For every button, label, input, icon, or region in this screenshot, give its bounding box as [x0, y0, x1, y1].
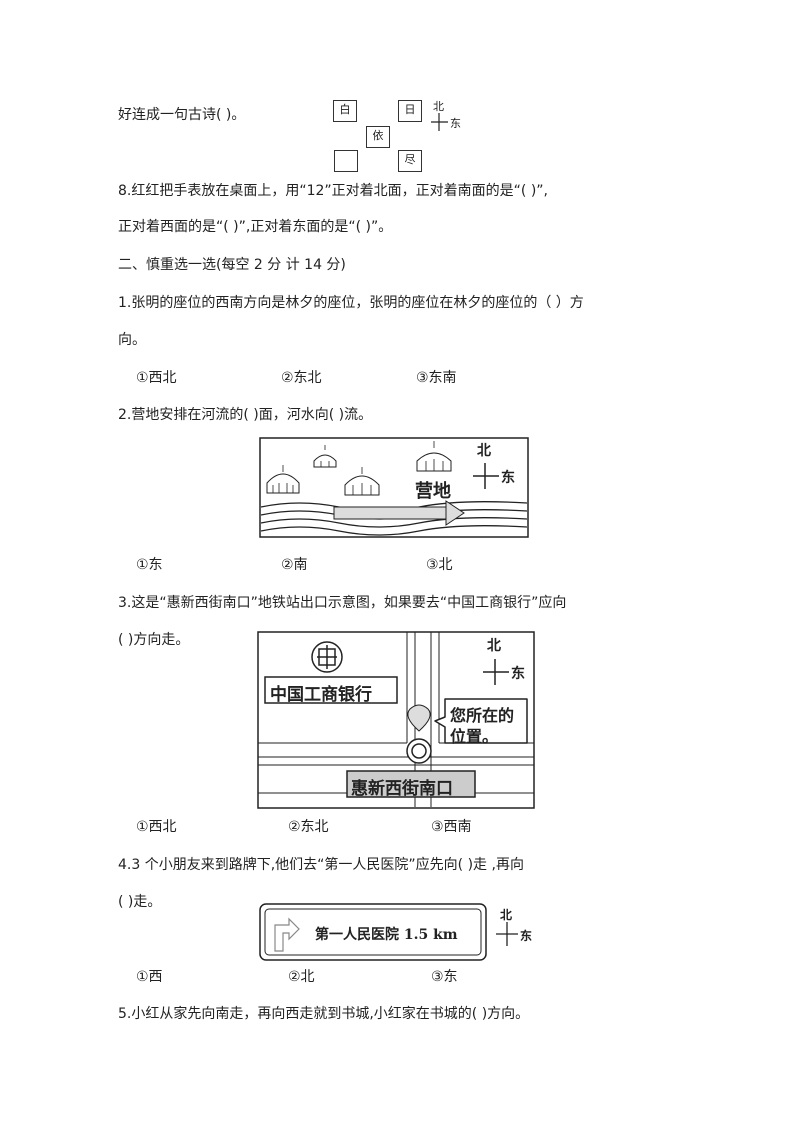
section2-title: 二、慎重选一选(每空 2 分 计 14 分): [118, 257, 346, 273]
s1-option-3: ③东南: [416, 370, 457, 386]
s2-line: 2.营地安排在河流的( )面，河水向( )流。: [118, 407, 373, 423]
compass-north-label: 北: [433, 100, 444, 113]
s1-option-1: ①西北: [136, 370, 177, 386]
s3-line2: ( )方向走。: [118, 632, 190, 648]
camp-label: 营地: [415, 481, 451, 502]
s1-option-2: ②东北: [281, 370, 322, 386]
s3-option-1: ①西北: [136, 819, 177, 835]
road-sign-frame: [259, 903, 487, 961]
s2-option-3: ③北: [426, 557, 453, 573]
location-pin-icon: [407, 704, 431, 732]
compass-cross-icon: [496, 922, 518, 946]
poem-box-bai: 白: [333, 100, 357, 122]
compass-cross-icon: [431, 113, 448, 131]
compass-north-label: 北: [487, 638, 501, 654]
compass-q7: 北 东: [428, 98, 468, 134]
river-flow-arrow-icon: [333, 500, 465, 526]
bank-label: 中国工商银行: [270, 685, 372, 705]
s4-option-3: ③东: [431, 969, 458, 985]
compass-s4: 北 东: [494, 906, 538, 948]
s4-option-1: ①西: [136, 969, 163, 985]
compass-east-label: 东: [501, 470, 515, 486]
s3-line1: 3.这是“惠新西街南口”地铁站出口示意图，如果要去“中国工商银行”应向: [118, 595, 567, 611]
station-label: 惠新西街南口: [351, 779, 453, 799]
s5-line: 5.小红从家先向南走，再向西走就到书城,小红家在书城的( )方向。: [118, 1006, 530, 1022]
s4-line1: 4.3 个小朋友来到路牌下,他们去“第一人民医院”应先向( )走 ,再向: [118, 857, 524, 873]
poem-box-jin: 尽: [398, 150, 422, 172]
compass-east-label: 东: [450, 117, 461, 130]
subway-map-illustration: [257, 631, 535, 809]
compass-north-label: 北: [477, 443, 491, 459]
poem-box-yi: 依: [366, 126, 390, 148]
s3-option-2: ②东北: [288, 819, 329, 835]
s4-line2: ( )走。: [118, 894, 162, 910]
compass-north-label: 北: [500, 908, 513, 922]
turn-arrow-icon: [274, 917, 300, 952]
s4-option-2: ②北: [288, 969, 315, 985]
s2-option-1: ①东: [136, 557, 163, 573]
camp-map: 营地 北 东: [259, 437, 529, 538]
s1-line2: 向。: [118, 332, 146, 348]
compass-east-label: 东: [520, 929, 533, 943]
s2-option-2: ②南: [281, 557, 308, 573]
poem-box-ri: 日: [398, 100, 422, 122]
q8-line1: 8.红红把手表放在桌面上，用“12”正对着北面，正对着南面的是“( )”,: [118, 183, 549, 199]
compass-east-label: 东: [511, 666, 525, 682]
subway-map: 中国工商银行 您所在的 位置。 惠新西街南口 北 东: [257, 631, 535, 809]
speech-bubble-icon: [434, 698, 528, 744]
camp-map-illustration: [259, 437, 529, 538]
q7-text: 好连成一句古诗( )。: [118, 107, 246, 123]
bubble-line2: 位置。: [450, 727, 499, 746]
subway-logo-icon: [406, 738, 432, 764]
q8-line2: 正对着西面的是“( )”,正对着东面的是“( )”。: [118, 219, 393, 235]
sign-label: 第一人民医院 1.5 km: [315, 927, 458, 943]
s3-option-3: ③西南: [431, 819, 472, 835]
poem-box-blank: [334, 150, 358, 172]
road-sign: 第一人民医院 1.5 km: [259, 903, 487, 961]
s1-line1: 1.张明的座位的西南方向是林夕的座位，张明的座位在林夕的座位的（ ）方: [118, 295, 584, 311]
bank-logo-icon: [311, 641, 343, 673]
bubble-line1: 您所在的: [450, 706, 515, 725]
